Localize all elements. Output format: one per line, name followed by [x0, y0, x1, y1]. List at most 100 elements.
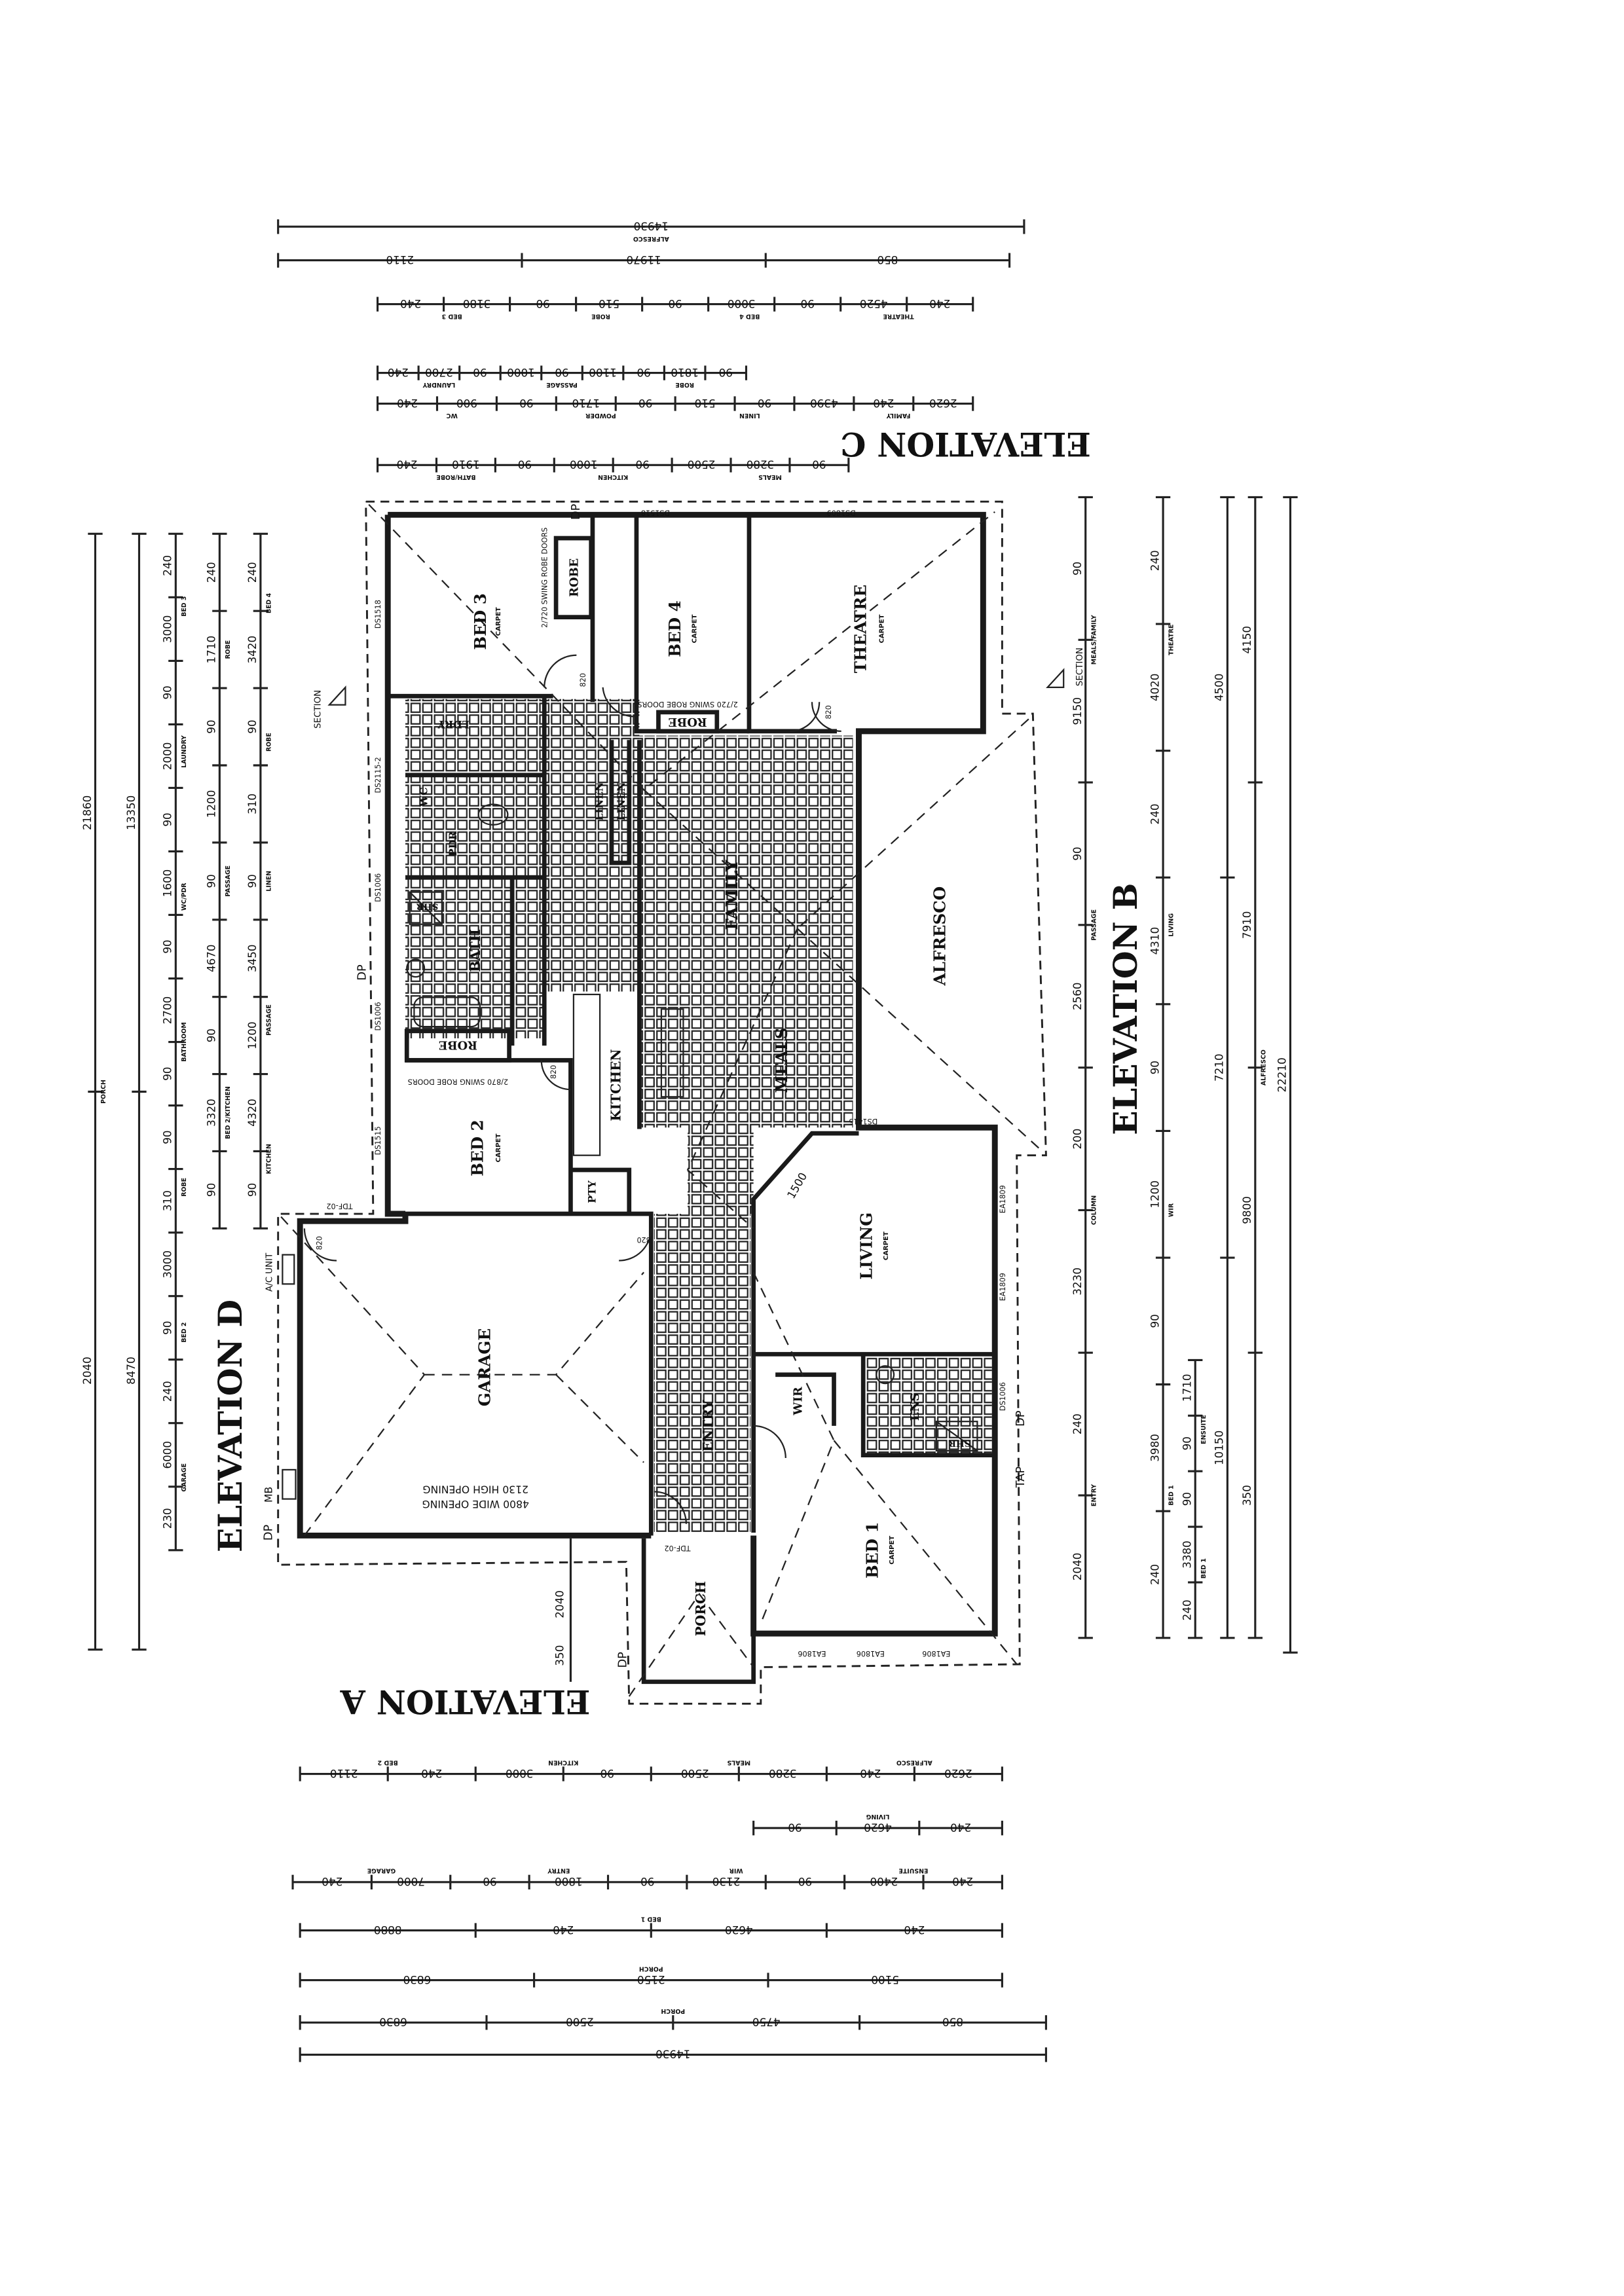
- dimension-value: 200: [1071, 1129, 1084, 1150]
- porch-depth-dimension: 2040: [553, 1590, 566, 1618]
- dimension-value: 240: [246, 562, 259, 583]
- dimension-value: 1100: [589, 366, 617, 379]
- dimension-value: 10150: [1213, 1430, 1226, 1465]
- dimension-room-label: LINEN: [266, 871, 273, 892]
- dimension-value: 1910: [452, 458, 480, 471]
- dimension-value: 3450: [246, 944, 259, 972]
- dimension-value: 90: [519, 397, 533, 410]
- dimension-value: 3000: [728, 297, 756, 310]
- dimension-value: 2620: [929, 397, 957, 410]
- dimension-value: 1710: [572, 397, 600, 410]
- window-code: DS2115-2: [374, 757, 382, 793]
- dimension-value: 2110: [330, 1767, 358, 1780]
- room-label-garage: GARAGE: [475, 1328, 494, 1406]
- room-label-family: FAMILY: [722, 860, 741, 930]
- dimension-room-label: PASSAGE: [1090, 909, 1098, 941]
- floor-finish-label: CARPET: [883, 1231, 890, 1260]
- dimension-value: 90: [1181, 1436, 1194, 1450]
- dimension-value: 1200: [205, 790, 218, 818]
- window-code: DS1809: [827, 509, 856, 517]
- room-label-bed-2: BED 2: [468, 1120, 487, 1176]
- dimension-room-label: BED 1: [1200, 1558, 1208, 1578]
- dimension-value: 1000: [570, 458, 598, 471]
- dimension-room-label: PORCH: [661, 2007, 685, 2014]
- tiled-floor: [405, 699, 992, 1533]
- dimension-value: 9150: [1071, 697, 1084, 725]
- dimension-value: 2500: [688, 458, 716, 471]
- room-label-linen: LINEN: [593, 782, 606, 821]
- dimension-value: 240: [1181, 1599, 1194, 1620]
- dimension-room-label: BED 2/KITCHEN: [225, 1086, 232, 1139]
- dimension-room-label: MEALS: [758, 473, 782, 481]
- dimension-room-label: BATH/ROBE: [436, 473, 475, 481]
- dimension-value: 4310: [1148, 927, 1161, 955]
- dimension-room-label: PORCH: [639, 1965, 663, 1972]
- dimension-value: 90: [798, 1875, 812, 1888]
- dimension-value: 90: [812, 458, 826, 471]
- dimension-value: 240: [1148, 803, 1161, 824]
- door-swings: [303, 654, 841, 1524]
- dimension-room-label: BED 2: [378, 1758, 398, 1766]
- dimension-room-label: ALFRESCO: [896, 1758, 932, 1766]
- dimension-value: 8880: [374, 1923, 402, 1937]
- dimension-room-label: PORCH: [100, 1080, 107, 1104]
- section-marker-left: SECTION: [313, 690, 323, 729]
- dimension-value: 90: [1071, 562, 1084, 575]
- dimension-value: 3320: [205, 1099, 218, 1127]
- dimension-value: 90: [161, 1130, 174, 1144]
- dimension-room-label: WC/PDR: [181, 883, 188, 911]
- dimension-value: 90: [205, 1183, 218, 1197]
- room-label-meals: MEALS: [772, 1027, 791, 1093]
- elevation-a-label: ELEVATION A: [340, 1683, 590, 1721]
- meter-box-icon: [282, 1468, 297, 1500]
- dimension-value: 850: [942, 2016, 963, 2029]
- dimension-value: 900: [456, 397, 477, 410]
- dimension-value: 3230: [1071, 1267, 1084, 1296]
- dimension-value: 2700: [425, 366, 453, 379]
- dimension-room-label: BED 1: [641, 1915, 661, 1922]
- dimension-room-label: BED 3: [442, 312, 462, 319]
- dimension-value: 90: [1148, 1314, 1161, 1328]
- dimension-room-label: FAMILY: [887, 412, 911, 419]
- dimension-value: 3180: [463, 297, 491, 310]
- dimension-value: 2500: [566, 2016, 594, 2029]
- splay-dimension: 1500: [784, 1170, 810, 1201]
- dimension-value: 3000: [506, 1767, 534, 1780]
- dimension-value: 4150: [1240, 626, 1253, 654]
- dimension-room-label: BED 2: [181, 1322, 188, 1343]
- dimension-value: 240: [161, 555, 174, 576]
- dimension-value: 240: [952, 1875, 973, 1888]
- downpipe-label: DP: [356, 964, 369, 981]
- dimension-value: 240: [397, 397, 418, 410]
- dimension-value: 3000: [161, 1250, 174, 1279]
- dimension-value: 2040: [1071, 1553, 1084, 1581]
- dimension-value: 2150: [637, 1973, 665, 1986]
- dimension-value: 3000: [161, 615, 174, 644]
- dimension-value: 4320: [246, 1099, 259, 1127]
- dimension-value: 1000: [507, 366, 535, 379]
- room-label-ensuite: ENS: [908, 1393, 922, 1421]
- elevation-d-label: ELEVATION D: [212, 1300, 249, 1552]
- dimension-room-label: THEATRE: [1168, 625, 1175, 655]
- dimension-value: 90: [536, 297, 549, 310]
- dimension-value: 240: [205, 562, 218, 583]
- dimension-room-label: BED 4: [266, 592, 273, 613]
- window-code: EA1806: [922, 1649, 950, 1658]
- downpipe-label: DP: [262, 1524, 276, 1540]
- dimension-value: 240: [929, 297, 950, 310]
- dimension-value: 240: [400, 297, 421, 310]
- tdf-note: TDF-02: [326, 1201, 353, 1210]
- dimension-room-label: BED 3: [181, 596, 188, 617]
- dimension-value: 4750: [752, 2016, 781, 2029]
- room-label-kitchen: KITCHEN: [608, 1049, 623, 1121]
- ac-unit-label: A/C UNIT: [265, 1252, 275, 1292]
- dimension-room-label: LAUNDRY: [422, 381, 455, 388]
- elevation-b-label: ELEVATION B: [1107, 883, 1145, 1135]
- door-size: 820: [549, 1065, 558, 1079]
- dimension-room-label: ROBE: [675, 381, 694, 388]
- dimension-value: 5100: [871, 1973, 899, 1986]
- dimension-value: 240: [397, 458, 418, 471]
- dimension-value: 240: [860, 1767, 881, 1780]
